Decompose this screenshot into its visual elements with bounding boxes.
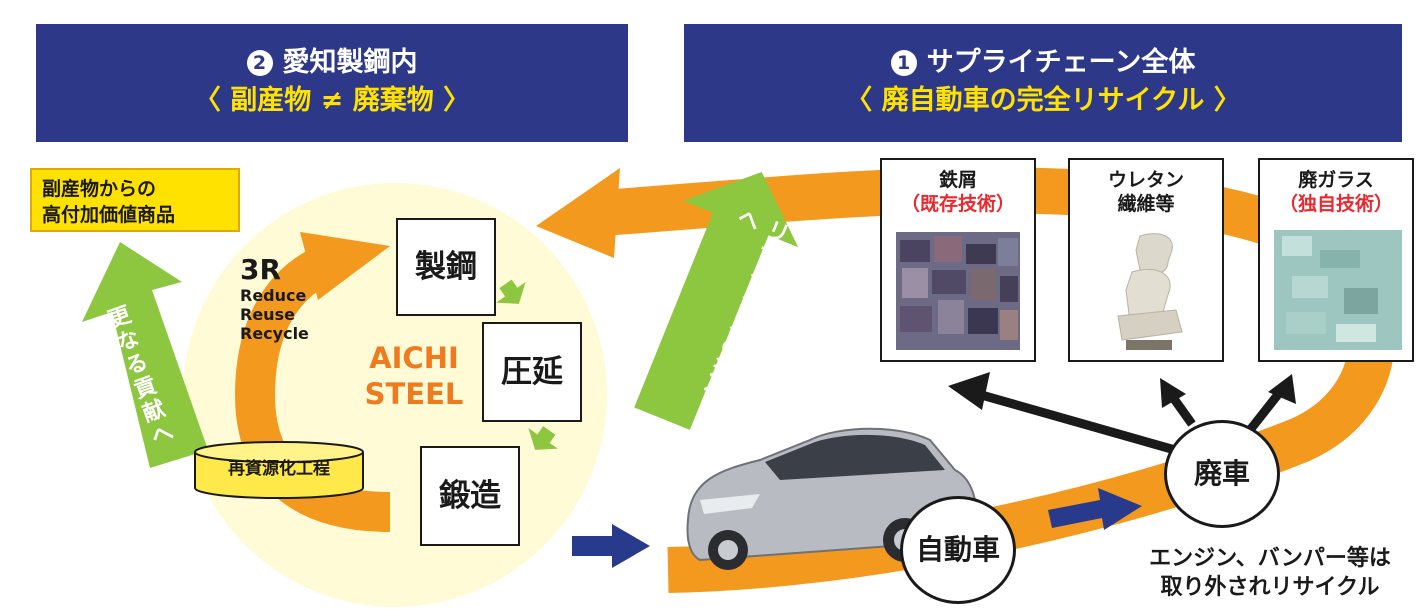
three-r-item: Recycle	[240, 324, 309, 343]
three-r-title: 3R	[240, 253, 282, 286]
recycle-process-cylinder	[194, 441, 364, 463]
scrap-car-circle: 廃車	[1164, 420, 1280, 528]
recycle-loop-arrowhead	[536, 168, 620, 258]
car-circle: 自動車	[900, 496, 1016, 604]
material-name: 廃ガラス	[1298, 169, 1374, 191]
caption-line2: 取り外されリサイクル	[1160, 575, 1380, 600]
arrow-to-iron	[976, 389, 1177, 455]
material-name: ウレタン	[1107, 169, 1184, 191]
process-step-rolling: 圧延	[482, 322, 582, 422]
removal-caption: エンジン、バンパー等は 取り外されリサイクル	[1120, 544, 1420, 602]
left-banner-title: 愛知製鋼内	[282, 47, 418, 78]
left-banner-subtitle: 〈 副産物 ≠ 廃棄物 〉	[193, 85, 471, 116]
company-line2: STEEL	[364, 377, 464, 411]
three-r-item: Reduce	[240, 286, 307, 305]
right-banner: 1 サプライチェーン全体 〈 廃自動車の完全リサイクル 〉	[684, 24, 1402, 142]
process-step-forging: 鍛造	[420, 446, 520, 546]
navy-arrow-right	[1048, 488, 1142, 530]
byproduct-line1: 副産物からの	[42, 178, 157, 200]
recycle-evolution-arrow	[634, 172, 799, 430]
step-arrow-2	[528, 426, 558, 450]
step-number-badge: 1	[890, 50, 917, 76]
left-banner: 2 愛知製鋼内 〈 副産物 ≠ 廃棄物 〉	[36, 24, 628, 142]
material-note: （独自技術）	[1278, 193, 1393, 215]
material-note: （既存技術）	[900, 193, 1015, 215]
navy-arrow-left	[572, 524, 650, 568]
company-name: AICHI STEEL	[354, 340, 474, 412]
right-banner-subtitle: 〈 廃自動車の完全リサイクル 〉	[845, 85, 1241, 116]
byproduct-line2: 高付加価値商品	[42, 204, 176, 226]
step-number-badge: 2	[246, 50, 273, 76]
caption-line1: エンジン、バンパー等は	[1149, 546, 1391, 571]
material-note: 繊維等	[1117, 193, 1175, 215]
arrow-to-glass	[1246, 389, 1284, 433]
material-glass-box: 廃ガラス （独自技術）	[1258, 158, 1414, 362]
material-iron-box: 鉄屑 （既存技術）	[880, 158, 1036, 362]
arrow-to-urethane	[1168, 393, 1196, 427]
three-r-arrow	[234, 243, 391, 532]
material-name: 鉄屑	[938, 169, 977, 191]
process-step-steelmaking: 製鋼	[396, 218, 496, 316]
material-urethane-box: ウレタン 繊維等	[1068, 158, 1224, 362]
three-r-item: Reuse	[240, 305, 295, 324]
three-r-arrowhead	[300, 232, 390, 300]
right-banner-title: サプライチェーン全体	[926, 47, 1196, 78]
recycle-process-label: 再資源化工程	[228, 459, 330, 479]
byproduct-box: 副産物からの 高付加価値商品	[30, 168, 240, 232]
company-line1: AICHI	[369, 341, 459, 375]
three-r-block: 3R Reduce Reuse Recycle	[240, 253, 309, 344]
further-contribution-arrow	[82, 242, 208, 468]
step-arrow-1	[496, 279, 526, 304]
